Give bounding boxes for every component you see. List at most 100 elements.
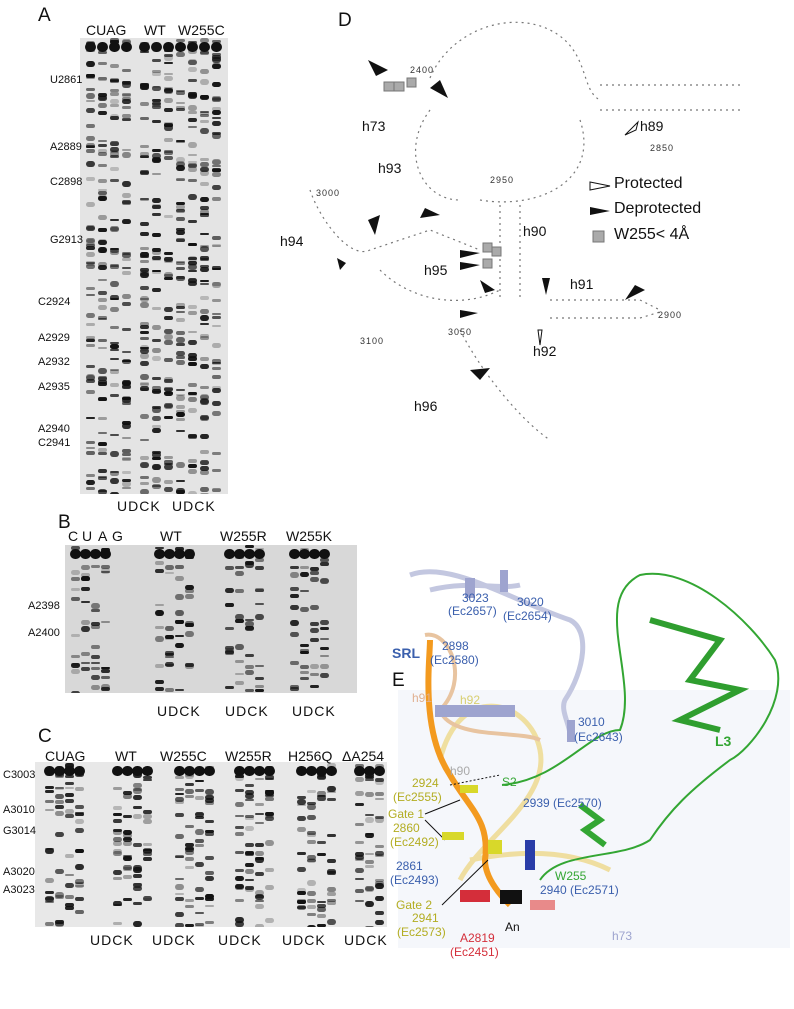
legend-deprotected: Deprotected [614,200,702,217]
gel-band [188,408,197,414]
gel-band [86,75,95,80]
gel-band [225,645,234,650]
gel-band [110,247,119,251]
gel-band [133,813,142,820]
gel-band [176,238,185,243]
gel-band [91,685,100,690]
gel-band [205,856,214,860]
gel-band [317,775,326,781]
gel-band [152,477,161,483]
gel-band [122,294,131,300]
label-n2898: 2898 [442,639,469,653]
lane-header: ΔA254 [342,748,385,764]
gel-band [235,851,244,855]
lane-header: A [98,528,108,544]
gel-band [188,256,197,262]
gel-band [327,886,336,893]
gel-band [140,285,149,291]
gel-well-band [154,549,165,559]
gel-band [255,894,264,900]
gel-band [245,868,254,874]
gel-band [98,278,107,281]
gel-band [123,833,132,839]
gel-band [75,819,84,824]
gel-band [176,140,185,144]
gel-band [175,896,184,902]
gel-band [205,831,214,836]
gel-band [195,839,204,843]
gel-band [122,402,131,406]
gel-band [355,823,364,827]
gel-band [188,243,197,246]
gel-band [91,609,100,612]
gel-band [165,635,174,640]
gel-band [98,178,107,183]
gel-band [195,779,204,782]
gel-band [245,618,254,621]
gel-band [175,800,184,805]
gel-band [255,689,264,692]
gel-band [307,814,316,821]
deprotected-arrow [480,280,495,293]
gel-band [86,441,95,445]
gel-band [200,416,209,421]
gel-band [200,460,209,466]
gel-band [86,238,95,243]
gel-band [45,896,54,901]
gel-band [91,603,100,610]
gel-band [212,366,221,371]
gel-band [176,331,185,335]
band-label: A3020 [3,866,35,878]
gel-well-band [234,766,245,776]
gel-band [375,910,384,915]
label-ec2657: (Ec2657) [448,604,497,618]
gel-band [195,788,204,792]
gel-band [255,676,264,681]
gel-band [185,847,194,853]
gel-band [140,302,149,308]
gel-well-band [90,549,101,559]
gel-band [110,226,119,233]
gel-band [75,883,84,889]
gel-band [122,258,131,261]
gel-well-band [316,766,327,776]
gel-band [65,793,74,798]
gel-band [188,59,197,65]
gel-well-band [80,549,91,559]
gel-band [188,179,197,182]
gel-band [122,396,131,401]
gel-band [176,410,185,413]
gel-band [98,416,107,420]
lane-header: W255R [225,748,272,764]
gel-band [101,686,110,692]
gel-band [212,40,221,44]
gel-band [195,843,204,847]
gel-band [297,826,306,832]
gel-band [110,98,119,104]
gel-band [98,215,107,220]
gel-band [176,208,185,212]
gel-band [140,222,149,226]
band-label: A2929 [38,332,70,344]
gel-band [164,150,173,156]
gel-band [245,815,254,818]
gel-band [176,318,185,322]
footer-udck: UDCK [344,932,388,948]
gel-band [55,919,64,925]
gel-band [235,789,244,793]
gel-band [212,97,221,103]
gel-band [152,390,161,394]
gel-band [164,75,173,82]
gel-band [45,922,54,926]
gel-band [255,557,264,563]
gel-band [123,830,132,836]
deprotected-arrow [470,368,490,380]
gel-band [113,903,122,907]
gel-band [255,872,264,876]
gel-band [91,564,100,569]
gel-band [212,488,221,493]
gel-band [152,457,161,460]
gel-band [101,570,110,573]
gel-band [300,571,309,578]
gel-band [200,394,209,401]
